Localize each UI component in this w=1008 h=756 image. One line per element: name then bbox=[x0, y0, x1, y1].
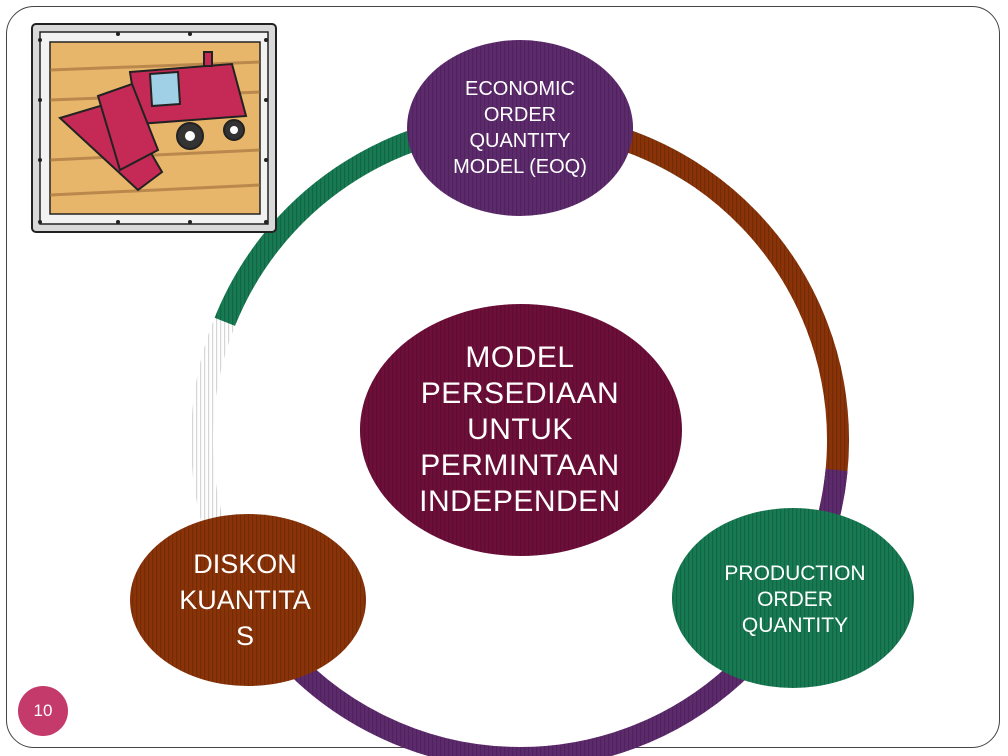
production-order-label: PRODUCTION ORDER QUANTITY bbox=[724, 562, 866, 637]
page-number-badge: 10 bbox=[18, 686, 68, 736]
combine-harvester-icon bbox=[31, 23, 277, 233]
quantity-discount-label: DISKON KUANTITA S bbox=[179, 549, 311, 651]
eoq-node-label: ECONOMIC ORDER QUANTITY MODEL (EOQ) bbox=[453, 78, 587, 178]
center-node-label: MODEL PERSEDIAAN UNTUK PERMINTAAN INDEPE… bbox=[419, 341, 621, 518]
